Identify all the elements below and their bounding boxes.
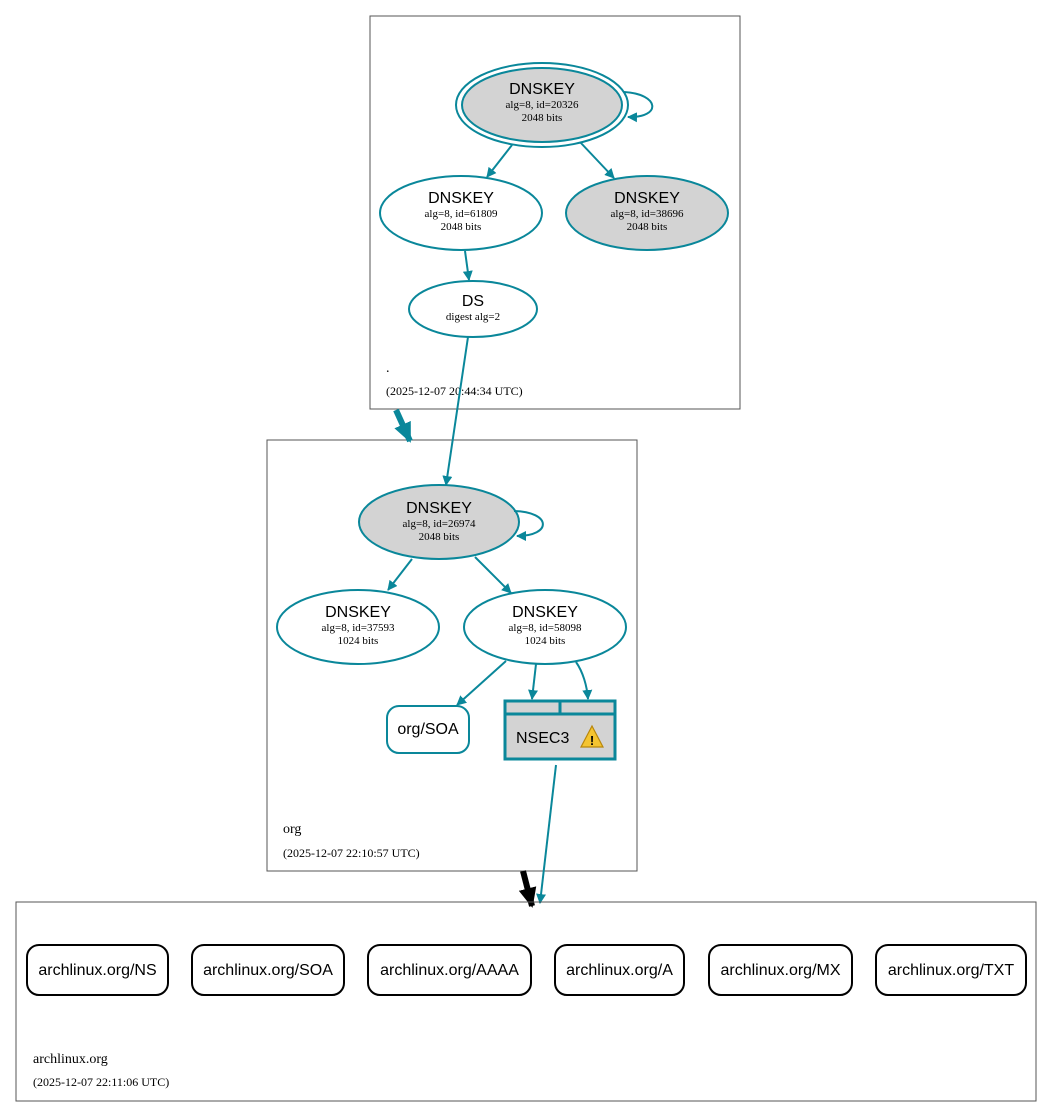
record-a-label: archlinux.org/A bbox=[566, 962, 673, 979]
warning-icon: ! bbox=[580, 724, 604, 748]
svg-text:!: ! bbox=[590, 733, 594, 748]
org-ksk-node[interactable]: DNSKEY alg=8, id=26974 2048 bits bbox=[358, 484, 520, 560]
zone-archlinux-box bbox=[15, 901, 1037, 1102]
record-mx-node[interactable]: archlinux.org/MX bbox=[708, 944, 853, 996]
edge-orgksk-zsk1 bbox=[387, 558, 413, 591]
edge-rootksk-zsk2 bbox=[579, 141, 615, 179]
root-zsk1-line1: alg=8, id=61809 bbox=[425, 208, 498, 220]
root-ds-node[interactable]: DS digest alg=2 bbox=[408, 280, 538, 338]
org-zsk2-title: DNSKEY bbox=[512, 604, 578, 621]
record-aaaa-label: archlinux.org/AAAA bbox=[380, 962, 519, 979]
root-ksk-node[interactable]: DNSKEY alg=8, id=20326 2048 bits bbox=[455, 62, 629, 148]
org-zsk2-line1: alg=8, id=58098 bbox=[509, 622, 582, 634]
delegation-root-org bbox=[393, 408, 413, 443]
zone-org-timestamp: (2025-12-07 22:10:57 UTC) bbox=[283, 846, 420, 860]
root-zsk1-line2: 2048 bits bbox=[441, 221, 482, 233]
root-ksk-line1: alg=8, id=20326 bbox=[506, 99, 579, 111]
org-soa-node[interactable]: org/SOA bbox=[386, 705, 470, 754]
edge-nsec3-archlinux bbox=[536, 764, 557, 904]
record-ns-label: archlinux.org/NS bbox=[38, 962, 156, 979]
org-nsec3-label: NSEC3 bbox=[516, 730, 569, 747]
org-soa-label: org/SOA bbox=[397, 721, 459, 738]
org-ksk-self-loop bbox=[513, 510, 544, 541]
org-zsk1-title: DNSKEY bbox=[325, 604, 391, 621]
record-txt-label: archlinux.org/TXT bbox=[888, 962, 1014, 979]
edge-rootksk-zsk1 bbox=[486, 144, 513, 178]
root-ds-title: DS bbox=[462, 293, 484, 310]
root-ds-line1: digest alg=2 bbox=[446, 311, 500, 323]
zone-archlinux-name: archlinux.org bbox=[33, 1052, 108, 1067]
edge-orgksk-zsk2 bbox=[474, 556, 512, 594]
root-zsk1-node[interactable]: DNSKEY alg=8, id=61809 2048 bits bbox=[379, 175, 543, 251]
zone-root-timestamp: (2025-12-07 20:44:34 UTC) bbox=[386, 384, 523, 398]
record-mx-label: archlinux.org/MX bbox=[720, 962, 840, 979]
edge-zsk2-soa bbox=[456, 660, 507, 706]
org-zsk2-node[interactable]: DNSKEY alg=8, id=58098 1024 bits bbox=[463, 589, 627, 665]
root-zsk2-title: DNSKEY bbox=[614, 190, 680, 207]
org-zsk2-line2: 1024 bits bbox=[525, 635, 566, 647]
org-zsk1-line2: 1024 bits bbox=[338, 635, 379, 647]
record-aaaa-node[interactable]: archlinux.org/AAAA bbox=[367, 944, 532, 996]
org-ksk-line1: alg=8, id=26974 bbox=[403, 518, 476, 530]
root-zsk2-line2: 2048 bits bbox=[627, 221, 668, 233]
edge-zsk2-nsec3-b bbox=[575, 661, 593, 700]
record-soa-label: archlinux.org/SOA bbox=[203, 962, 333, 979]
root-zsk1-title: DNSKEY bbox=[428, 190, 494, 207]
org-nsec3-node[interactable]: NSEC3 ! bbox=[503, 699, 617, 761]
record-ns-node[interactable]: archlinux.org/NS bbox=[26, 944, 169, 996]
root-ksk-line2: 2048 bits bbox=[522, 112, 563, 124]
zone-root-box bbox=[369, 15, 741, 410]
root-ksk-self-loop bbox=[623, 91, 654, 123]
record-a-node[interactable]: archlinux.org/A bbox=[554, 944, 685, 996]
edge-zsk1-ds bbox=[462, 250, 473, 281]
root-zsk2-line1: alg=8, id=38696 bbox=[611, 208, 684, 220]
org-ksk-title: DNSKEY bbox=[406, 500, 472, 517]
org-ksk-line2: 2048 bits bbox=[419, 531, 460, 543]
org-zsk1-node[interactable]: DNSKEY alg=8, id=37593 1024 bits bbox=[276, 589, 440, 665]
delegation-org-archlinux bbox=[518, 870, 537, 908]
record-txt-node[interactable]: archlinux.org/TXT bbox=[875, 944, 1027, 996]
zone-root-name: . bbox=[386, 361, 390, 376]
record-soa-node[interactable]: archlinux.org/SOA bbox=[191, 944, 345, 996]
root-zsk2-node[interactable]: DNSKEY alg=8, id=38696 2048 bits bbox=[565, 175, 729, 251]
zone-org-name: org bbox=[283, 822, 301, 837]
edge-zsk2-nsec3-a bbox=[528, 663, 538, 700]
zone-archlinux-timestamp: (2025-12-07 22:11:06 UTC) bbox=[33, 1075, 169, 1089]
root-ksk-title: DNSKEY bbox=[509, 81, 575, 98]
edge-ds-orgksk bbox=[442, 336, 469, 486]
org-zsk1-line1: alg=8, id=37593 bbox=[322, 622, 395, 634]
